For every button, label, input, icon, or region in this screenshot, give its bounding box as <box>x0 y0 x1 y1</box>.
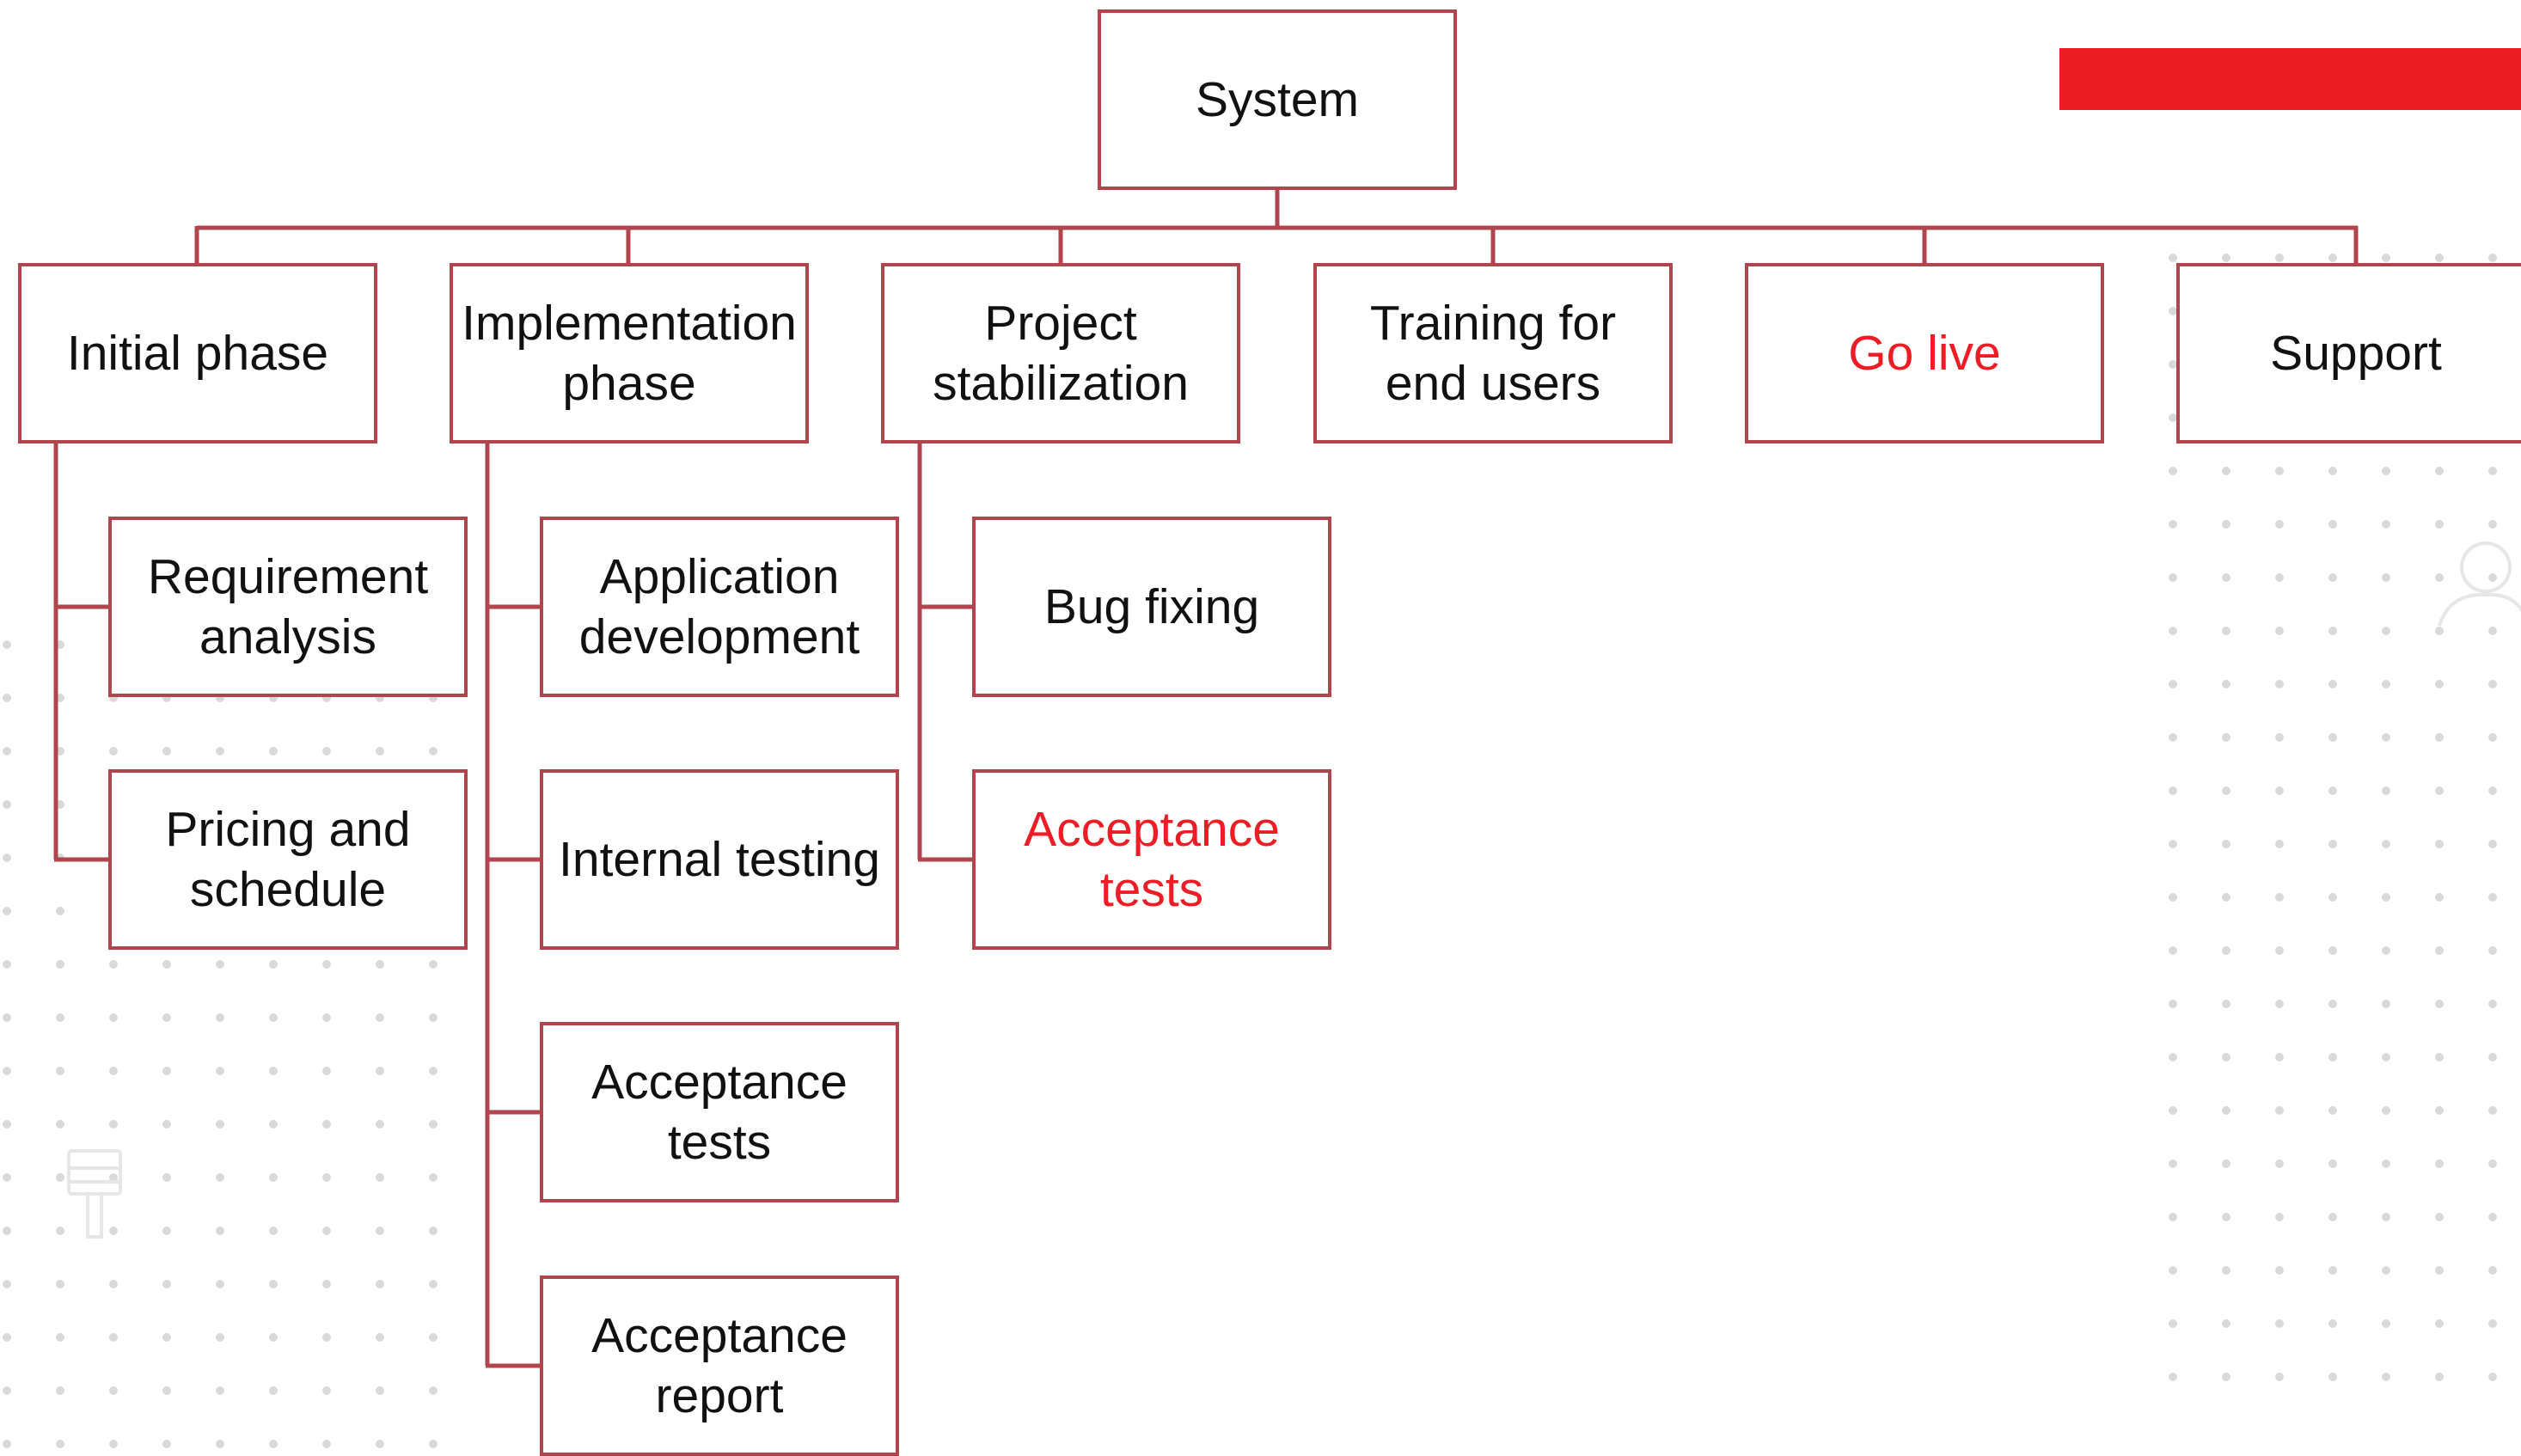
node-bug-fixing: Bug fixing <box>972 517 1331 697</box>
node-label: System <box>1195 72 1360 127</box>
node-label: Implementation phase <box>462 296 797 411</box>
node-label: Bug fixing <box>1043 579 1260 634</box>
node-label: Acceptance tests <box>1024 802 1280 917</box>
node-acceptance-report: Acceptance report <box>540 1276 899 1456</box>
node-acceptance-tests-stab: Acceptance tests <box>972 769 1331 950</box>
node-pricing-and-schedule: Pricing and schedule <box>108 769 468 950</box>
node-label: Go live <box>1848 326 2001 381</box>
person-icon <box>2438 541 2521 627</box>
node-label: Acceptance tests <box>591 1055 847 1170</box>
node-system: System <box>1098 9 1457 190</box>
node-support: Support <box>2176 263 2521 444</box>
node-label: Initial phase <box>66 326 329 381</box>
node-implementation-phase: Implementation phase <box>450 263 809 444</box>
brush-icon <box>67 1149 122 1239</box>
node-go-live: Go live <box>1745 263 2104 444</box>
node-requirement-analysis: Requirement analysis <box>108 517 468 697</box>
node-initial-phase: Initial phase <box>18 263 377 444</box>
node-label: Internal testing <box>559 832 880 887</box>
node-label: Support <box>2270 326 2442 381</box>
node-label: Acceptance report <box>591 1308 847 1423</box>
node-label: Training for end users <box>1369 296 1617 411</box>
node-internal-testing: Internal testing <box>540 769 899 950</box>
node-acceptance-tests-impl: Acceptance tests <box>540 1022 899 1202</box>
node-label: Pricing and schedule <box>165 802 411 917</box>
node-label: Project stabilization <box>933 296 1189 411</box>
node-training-end-users: Training for end users <box>1313 263 1673 444</box>
node-project-stabilization: Project stabilization <box>881 263 1240 444</box>
node-label: Requirement analysis <box>147 549 429 664</box>
node-label: Application development <box>578 549 860 664</box>
node-application-development: Application development <box>540 517 899 697</box>
accent-bar <box>2059 48 2521 110</box>
